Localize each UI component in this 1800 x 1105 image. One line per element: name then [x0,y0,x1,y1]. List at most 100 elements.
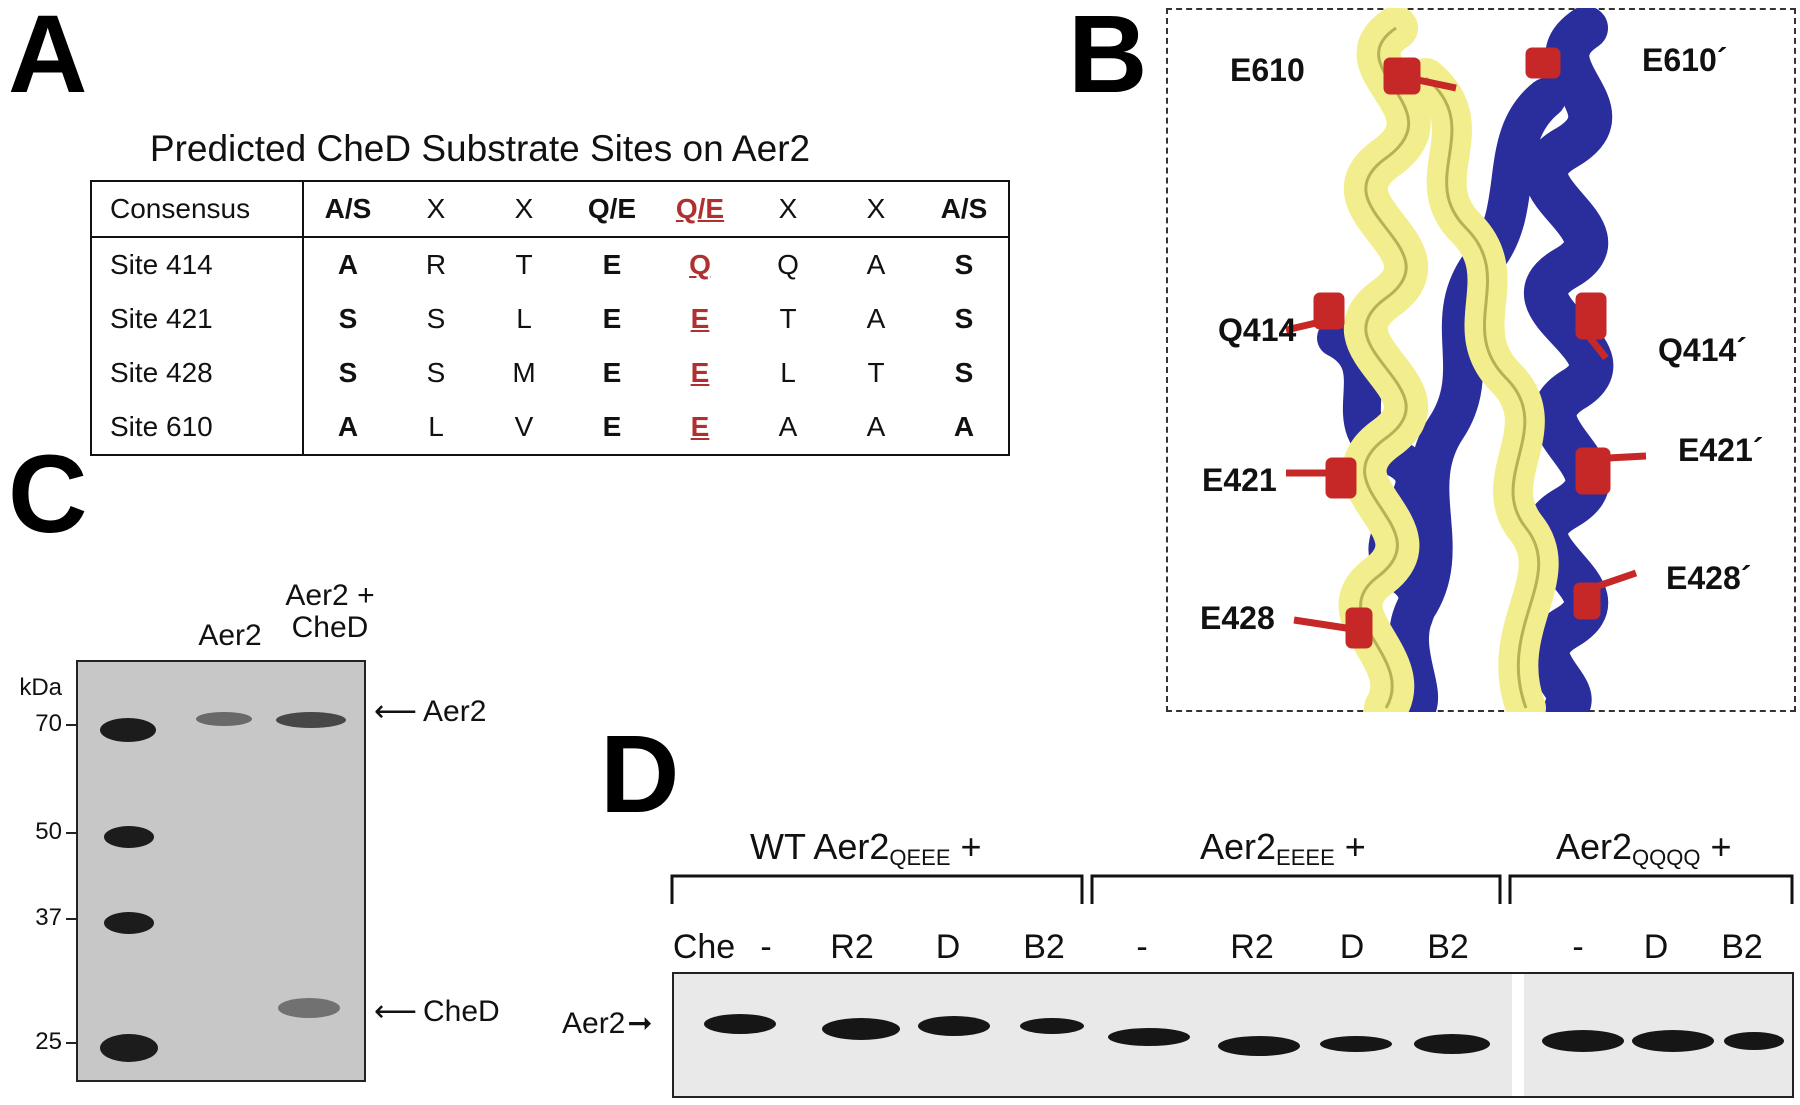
residue-cell: A/S [920,181,1009,238]
blot-band [918,1016,990,1036]
blot-band [1320,1036,1392,1052]
highlight-residue-cell: E [690,303,710,334]
residue-cell: S [954,303,974,334]
row-label: Consensus [91,181,304,238]
table-row: Site 610 A L V E E A A A [91,400,1009,455]
marker-label-25: 25 [35,1028,62,1055]
marker-label-37: 37 [35,904,62,931]
residue-cell: X [744,181,832,238]
residue-cell: T [867,357,885,388]
bracket-eeee [1090,874,1502,904]
group-subscript: EEEE [1276,845,1335,870]
residue-cell: A [337,249,359,280]
helix-structure-image [1285,8,1647,712]
group-prefix: WT Aer2 [750,826,890,867]
arrow-label-ched: CheD [423,994,500,1028]
sds-gel-image [76,660,366,1082]
marker-tick [66,918,78,920]
group-prefix: Aer2 [1556,826,1633,867]
highlight-residue-cell: Q/E [656,181,744,238]
lane-label: D [1339,928,1365,966]
lane-label: R2 [1230,928,1274,966]
highlight-residue-cell: Q [689,249,711,280]
structure-frame [1166,8,1796,712]
residue-cell: M [512,357,536,388]
group-subscript: QQQQ [1632,845,1701,870]
gel-lane-label-aer2: Aer2 [198,619,262,652]
row-label: Site 610 [91,400,304,455]
lane-label: B2 [1721,928,1763,966]
blot-band [1218,1036,1300,1056]
yellow-helix-outline [1359,26,1541,709]
western-blot-image [672,972,1794,1098]
ladder-band-50 [104,826,154,848]
residue-cell: Q [777,249,799,280]
marker-tick [66,1042,78,1044]
residue-cell: S [426,303,446,334]
ched-band-lane3 [278,998,340,1018]
residue-cell: S [954,249,974,280]
lane-label: Che [672,928,736,966]
panel-letter-b: B [1068,0,1148,116]
table-title: Predicted CheD Substrate Sites on Aer2 [149,128,811,169]
marker-label-70: 70 [35,710,62,737]
aer2-band-lane3 [276,712,346,728]
lane-label: D [935,928,961,966]
highlight-residue-cell: E [690,411,710,442]
residue-label-e421: E421 [1202,462,1277,498]
blot-band [1632,1030,1714,1052]
lane-label: - [1572,928,1584,966]
residue-cell: A [866,411,886,442]
group-label-eeee: Aer2EEEE + [1200,826,1366,871]
group-label-qqqq: Aer2QQQQ + [1556,826,1732,871]
residue-cell: E [602,303,622,334]
residue-cell: A [953,411,975,442]
group-prefix: Aer2 [1200,826,1277,867]
group-subscript: QEEE [889,845,951,870]
ladder-band-25 [100,1034,158,1062]
residue-cell: A [337,411,359,442]
residue-cell: T [779,303,797,334]
table-row: Site 421 S S L E E T A S [91,292,1009,346]
residue-cell: A/S [303,181,392,238]
panel-letter-c: C [8,433,88,556]
blot-row-label: Aer2 ➞ [562,1006,653,1041]
residue-cell: V [514,411,534,442]
substrate-site-table: Consensus A/S X X Q/E Q/E X X A/S Site 4… [90,180,1010,456]
panel-letter-d: D [600,713,680,836]
row-label: Site 428 [91,346,304,400]
marker-tick [66,724,78,726]
group-suffix: + [950,826,982,867]
lane-label: - [1136,928,1148,966]
group-suffix: + [1334,826,1366,867]
blot-band [822,1018,900,1040]
row-label: Site 421 [91,292,304,346]
residue-cell: S [338,357,358,388]
marker-tick [66,832,78,834]
arrow-label-aer2: Aer2 [423,694,487,728]
residue-cell: R [425,249,447,280]
bracket-qqqq [1508,874,1794,904]
table-row: Site 428 S S M E E L T S [91,346,1009,400]
blot-band [704,1014,776,1034]
residue-cell: S [954,357,974,388]
aer2-band-lane2 [196,712,252,726]
table-header-row: Consensus A/S X X Q/E Q/E X X A/S [91,181,1009,238]
residue-cell: Q/E [568,181,656,238]
residue-cell: E [602,411,622,442]
row-label-aer2: Aer2 [562,1006,626,1040]
highlight-residue-cell: E [690,357,710,388]
residue-cell: L [428,411,444,442]
panel-letter-a: A [8,0,88,116]
gel-lane-label-aer2-ched: Aer2 + CheD [285,579,375,644]
residue-label-e421-prime: E421´ [1678,432,1764,468]
bracket-wt [670,874,1084,904]
residue-cell: X [392,181,480,238]
residue-label-e428: E428 [1200,600,1275,636]
lane-label: D [1643,928,1669,966]
residue-cell: S [338,303,358,334]
residue-cell: A [866,303,886,334]
residue-cell: L [516,303,532,334]
lane-label: R2 [830,928,874,966]
kda-unit-label: kDa [19,674,62,701]
